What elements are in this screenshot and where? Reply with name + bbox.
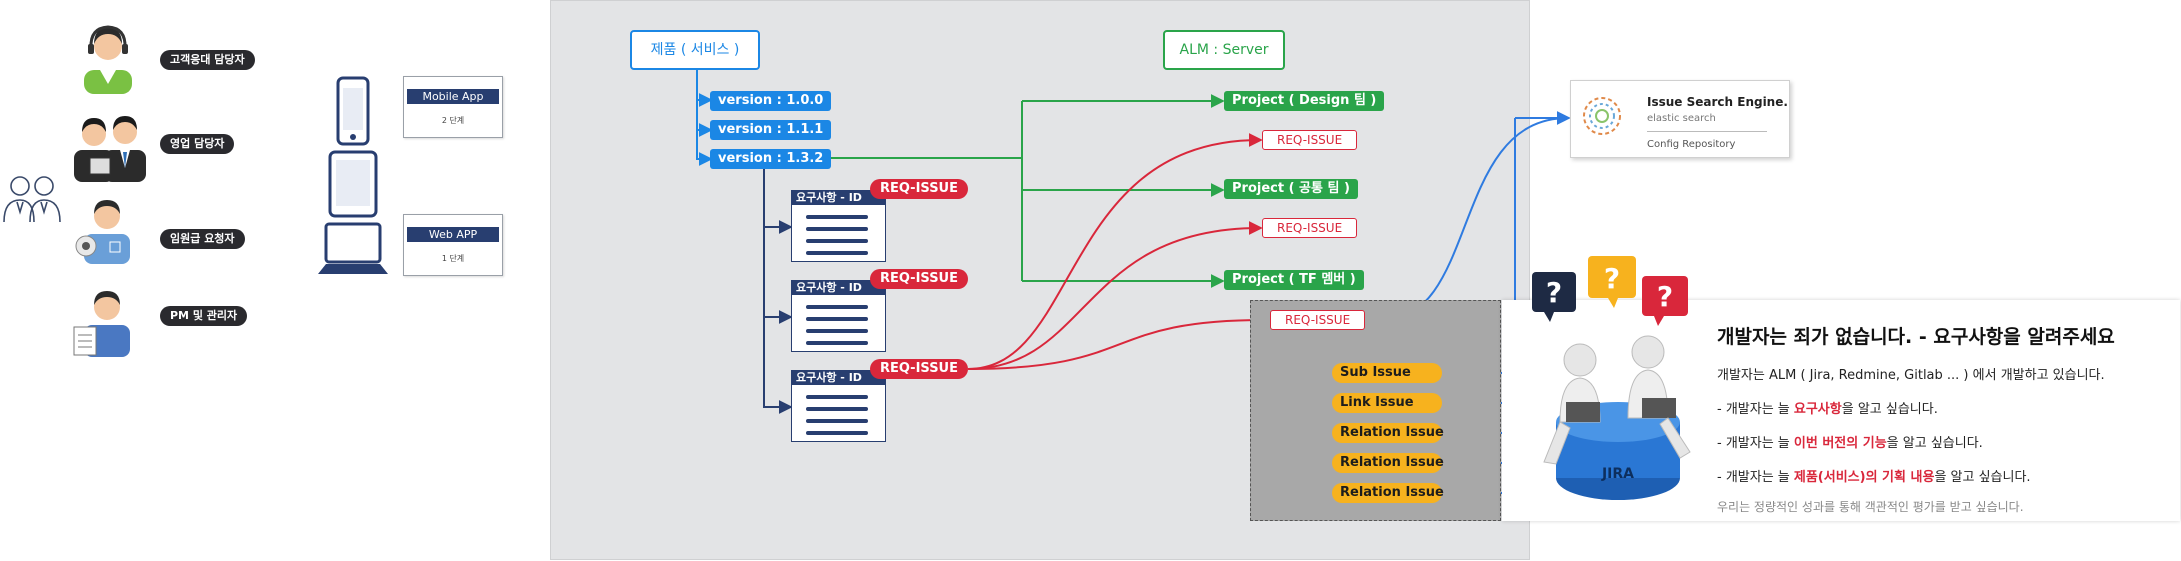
project-item: Project ( TF 멤버 ) [1224, 270, 1364, 290]
jira-logo-text: JIRA [1601, 466, 1634, 482]
search-engine-title: Issue Search Engine. [1647, 95, 1788, 109]
persona-label-cs: 고객응대 담당자 [160, 50, 255, 70]
developer-panel-footer: 우리는 정량적인 성과를 통해 객관적인 평가를 받고 싶습니다. [1717, 500, 2024, 514]
req-issue-badge: REQ-ISSUE [870, 179, 968, 199]
web-app-card: Web APP 1 단계 [403, 214, 503, 276]
developer-point: - 개발자는 늘 이번 버전의 기능을 알고 싶습니다. [1717, 436, 1983, 451]
svg-text:?: ? [1546, 276, 1562, 309]
svg-text:?: ? [1657, 280, 1673, 313]
executive-icon [75, 200, 130, 264]
laptop-icon [318, 222, 388, 274]
product-service-box: 제품 ( 서비스 ) [630, 30, 760, 70]
mobile-app-title: Mobile App [407, 89, 499, 104]
requirement-doc: 요구사항 - ID [791, 280, 886, 352]
issue-type-item: Relation Issue [1332, 483, 1444, 503]
req-issue-outline: REQ-ISSUE [1262, 130, 1358, 150]
req-issue-badge: REQ-ISSUE [870, 269, 968, 289]
mobile-app-stage: 2 단계 [441, 116, 465, 125]
req-issue-badge: REQ-ISSUE [870, 359, 968, 379]
requirement-doc-title: 요구사항 - ID [792, 191, 885, 205]
manager-icon [73, 291, 130, 357]
req-issue-outline: REQ-ISSUE [1270, 310, 1366, 330]
version-item: version : 1.1.1 [710, 120, 832, 140]
requirement-doc: 요구사항 - ID [791, 190, 886, 262]
persona-label-pm: PM 및 관리자 [160, 306, 248, 326]
developer-point: - 개발자는 늘 요구사항을 알고 싶습니다. [1717, 402, 1938, 417]
req-issue-outline: REQ-ISSUE [1262, 218, 1358, 238]
alm-server-box: ALM : Server [1163, 30, 1285, 70]
persona-label-sales: 영업 담당자 [160, 134, 235, 154]
user-group-icon [3, 176, 61, 223]
search-engine-subtitle: elastic search [1647, 113, 1716, 124]
svg-text:?: ? [1604, 262, 1620, 295]
issue-type-item: Sub Issue [1332, 363, 1442, 383]
developer-point: - 개발자는 늘 제품(서비스)의 기획 내용을 알고 싶습니다. [1717, 470, 2031, 485]
requirement-doc-title: 요구사항 - ID [792, 371, 885, 385]
project-item: Project ( Design 팀 ) [1224, 91, 1385, 111]
version-item: version : 1.0.0 [710, 91, 832, 111]
tablet-icon [328, 150, 378, 218]
developer-message-panel: ? ? ? JIRA 개발자는 죄가 없습니다. - 요구사항을 알려주세요 개… [1502, 256, 2180, 521]
smartphone-icon [336, 76, 370, 146]
search-engine-box: Issue Search Engine. elastic search Conf… [1570, 80, 1790, 158]
search-engine-logo-icon [1583, 97, 1621, 135]
mobile-app-card: Mobile App 2 단계 [403, 76, 503, 138]
requirement-doc-title: 요구사항 - ID [792, 281, 885, 295]
headset-agent-icon [84, 25, 132, 94]
developer-intro: 개발자는 ALM ( Jira, Redmine, Gitlab ... ) 에… [1717, 368, 2105, 383]
developer-panel-title: 개발자는 죄가 없습니다. - 요구사항을 알려주세요 [1717, 326, 2115, 348]
jira-developers-illustration: ? ? ? JIRA [1532, 256, 1691, 500]
sales-team-icon [74, 116, 146, 182]
web-app-stage: 1 단계 [441, 254, 465, 263]
web-app-title: Web APP [407, 227, 499, 242]
requirement-doc: 요구사항 - ID [791, 370, 886, 442]
config-repository-label: Config Repository [1647, 139, 1736, 150]
issue-type-item: Link Issue [1332, 393, 1442, 413]
issue-type-item: Relation Issue [1332, 423, 1444, 443]
version-item: version : 1.3.2 [710, 149, 832, 169]
issue-type-item: Relation Issue [1332, 453, 1444, 473]
project-item: Project ( 공통 팀 ) [1224, 179, 1358, 199]
persona-label-exec: 임원급 요청자 [160, 229, 245, 249]
